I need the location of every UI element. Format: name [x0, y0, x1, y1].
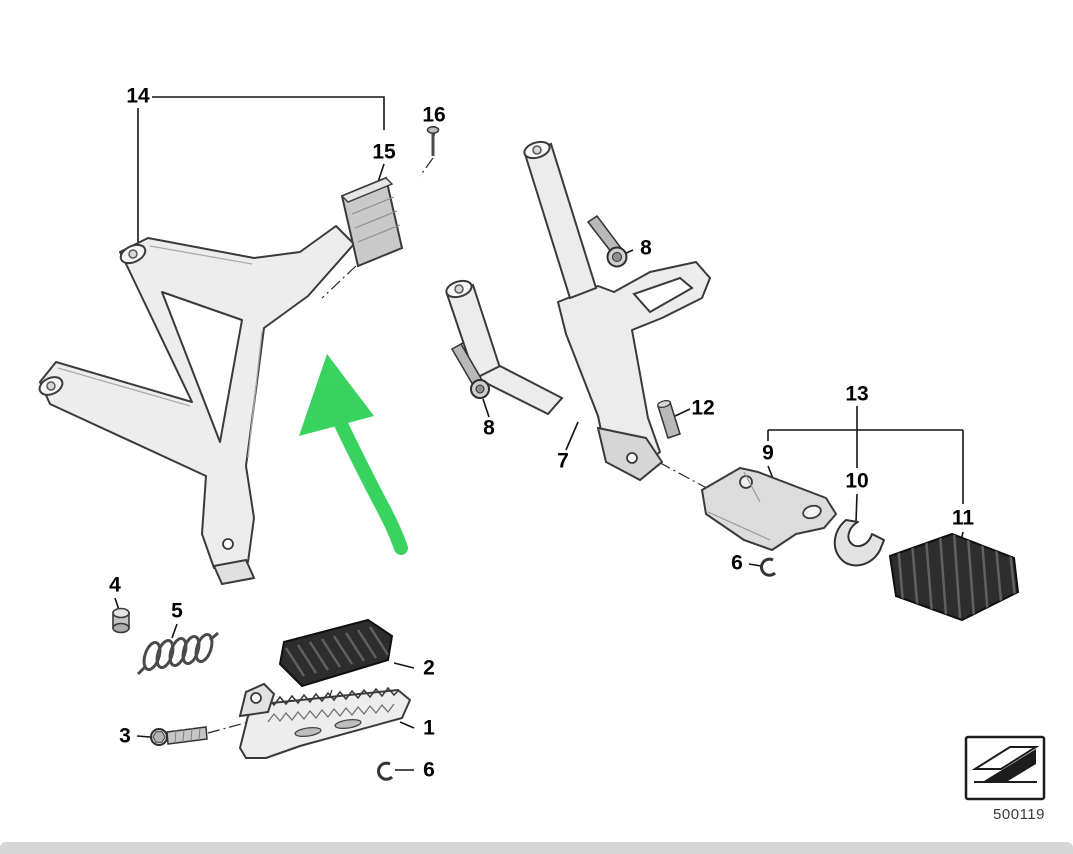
rubber-pad-2-drawing	[278, 618, 394, 688]
printed-part-logo	[964, 735, 1046, 801]
footpeg-plate-1-drawing	[238, 682, 411, 759]
spring-5-drawing	[136, 631, 219, 676]
pin-12-drawing	[657, 400, 681, 439]
hex-screw-8-top-drawing	[586, 214, 628, 268]
c-clip-6-bottom-drawing	[377, 761, 394, 781]
spacer-block-drawing	[340, 176, 404, 268]
small-screw-16-drawing	[426, 126, 440, 156]
bushing-4-drawing	[112, 607, 130, 634]
c-clip-6-right-drawing	[760, 557, 777, 577]
hex-screw-8-mid-drawing	[450, 342, 490, 399]
diagram-part-number: 500119	[993, 806, 1045, 823]
rubber-footrest-11-drawing	[888, 532, 1020, 622]
leader-lines	[114, 96, 964, 771]
right-footrest-bracket-drawing	[445, 140, 711, 482]
left-footrest-bracket-drawing	[38, 225, 355, 586]
green-arrow-annotation	[299, 354, 408, 555]
bolt-3-drawing	[150, 726, 208, 746]
bottom-scrollbar[interactable]	[0, 842, 1073, 854]
retainer-clip-10-drawing	[833, 519, 885, 567]
footrest-holder-9-drawing	[701, 467, 837, 551]
